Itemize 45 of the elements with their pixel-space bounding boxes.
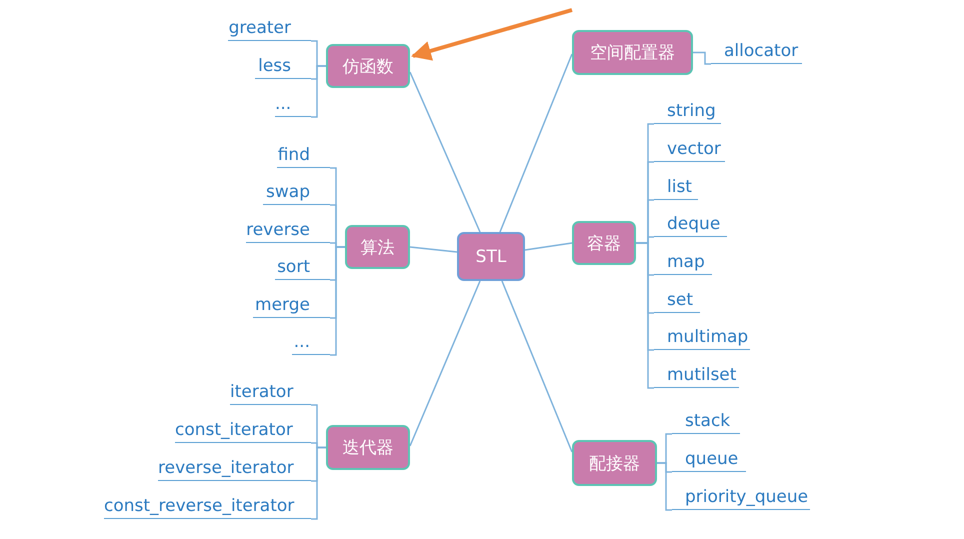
branch-label: greater: [228, 17, 311, 41]
branch-label: swap: [263, 181, 330, 205]
branch-label: stack: [672, 410, 740, 434]
branch-label: deque: [654, 213, 727, 237]
branch-label: list: [654, 176, 698, 200]
connector-line: [501, 280, 573, 452]
topic-box: 迭代器: [326, 425, 410, 470]
branch-label: const_reverse_iterator: [104, 495, 311, 519]
branch-label: reverse_iterator: [158, 457, 311, 481]
branch-label: priority_queue: [672, 486, 810, 510]
branch-label: allocator: [711, 40, 802, 64]
branch-label: mutilset: [654, 364, 739, 388]
branch-label: sort: [275, 256, 330, 280]
branch-label: const_iterator: [175, 419, 311, 443]
connector-line: [499, 54, 573, 232]
connector-line: [657, 462, 672, 511]
connector-line: [311, 446, 326, 520]
branch-label: less: [255, 55, 311, 79]
connector-line: [693, 52, 711, 65]
branch-label: ...: [292, 331, 330, 355]
arrow: [411, 8, 573, 61]
connector-line: [311, 65, 326, 118]
branch-label: vector: [654, 138, 725, 162]
topic-box: 容器: [572, 221, 636, 265]
branch-label: queue: [672, 448, 746, 472]
connector-line: [636, 242, 654, 389]
connector-line: [410, 246, 458, 253]
branch-label: iterator: [230, 381, 311, 405]
connector-line: [409, 72, 481, 232]
branch-label: string: [654, 100, 721, 124]
connector-line: [330, 246, 345, 356]
topic-box: 配接器: [572, 440, 657, 486]
branch-label: merge: [253, 294, 330, 318]
branch-label: set: [654, 289, 700, 313]
connector-line: [524, 242, 572, 251]
root-box: STL: [457, 232, 525, 281]
branch-label: map: [654, 251, 712, 275]
connector-line: [409, 280, 481, 446]
topic-box: 空间配置器: [572, 30, 693, 75]
branch-label: ...: [275, 93, 311, 117]
branch-label: reverse: [246, 219, 330, 243]
branch-label: find: [277, 144, 330, 168]
branch-label: multimap: [654, 326, 750, 350]
topic-box: 仿函数: [326, 44, 410, 88]
topic-box: 算法: [345, 225, 410, 269]
